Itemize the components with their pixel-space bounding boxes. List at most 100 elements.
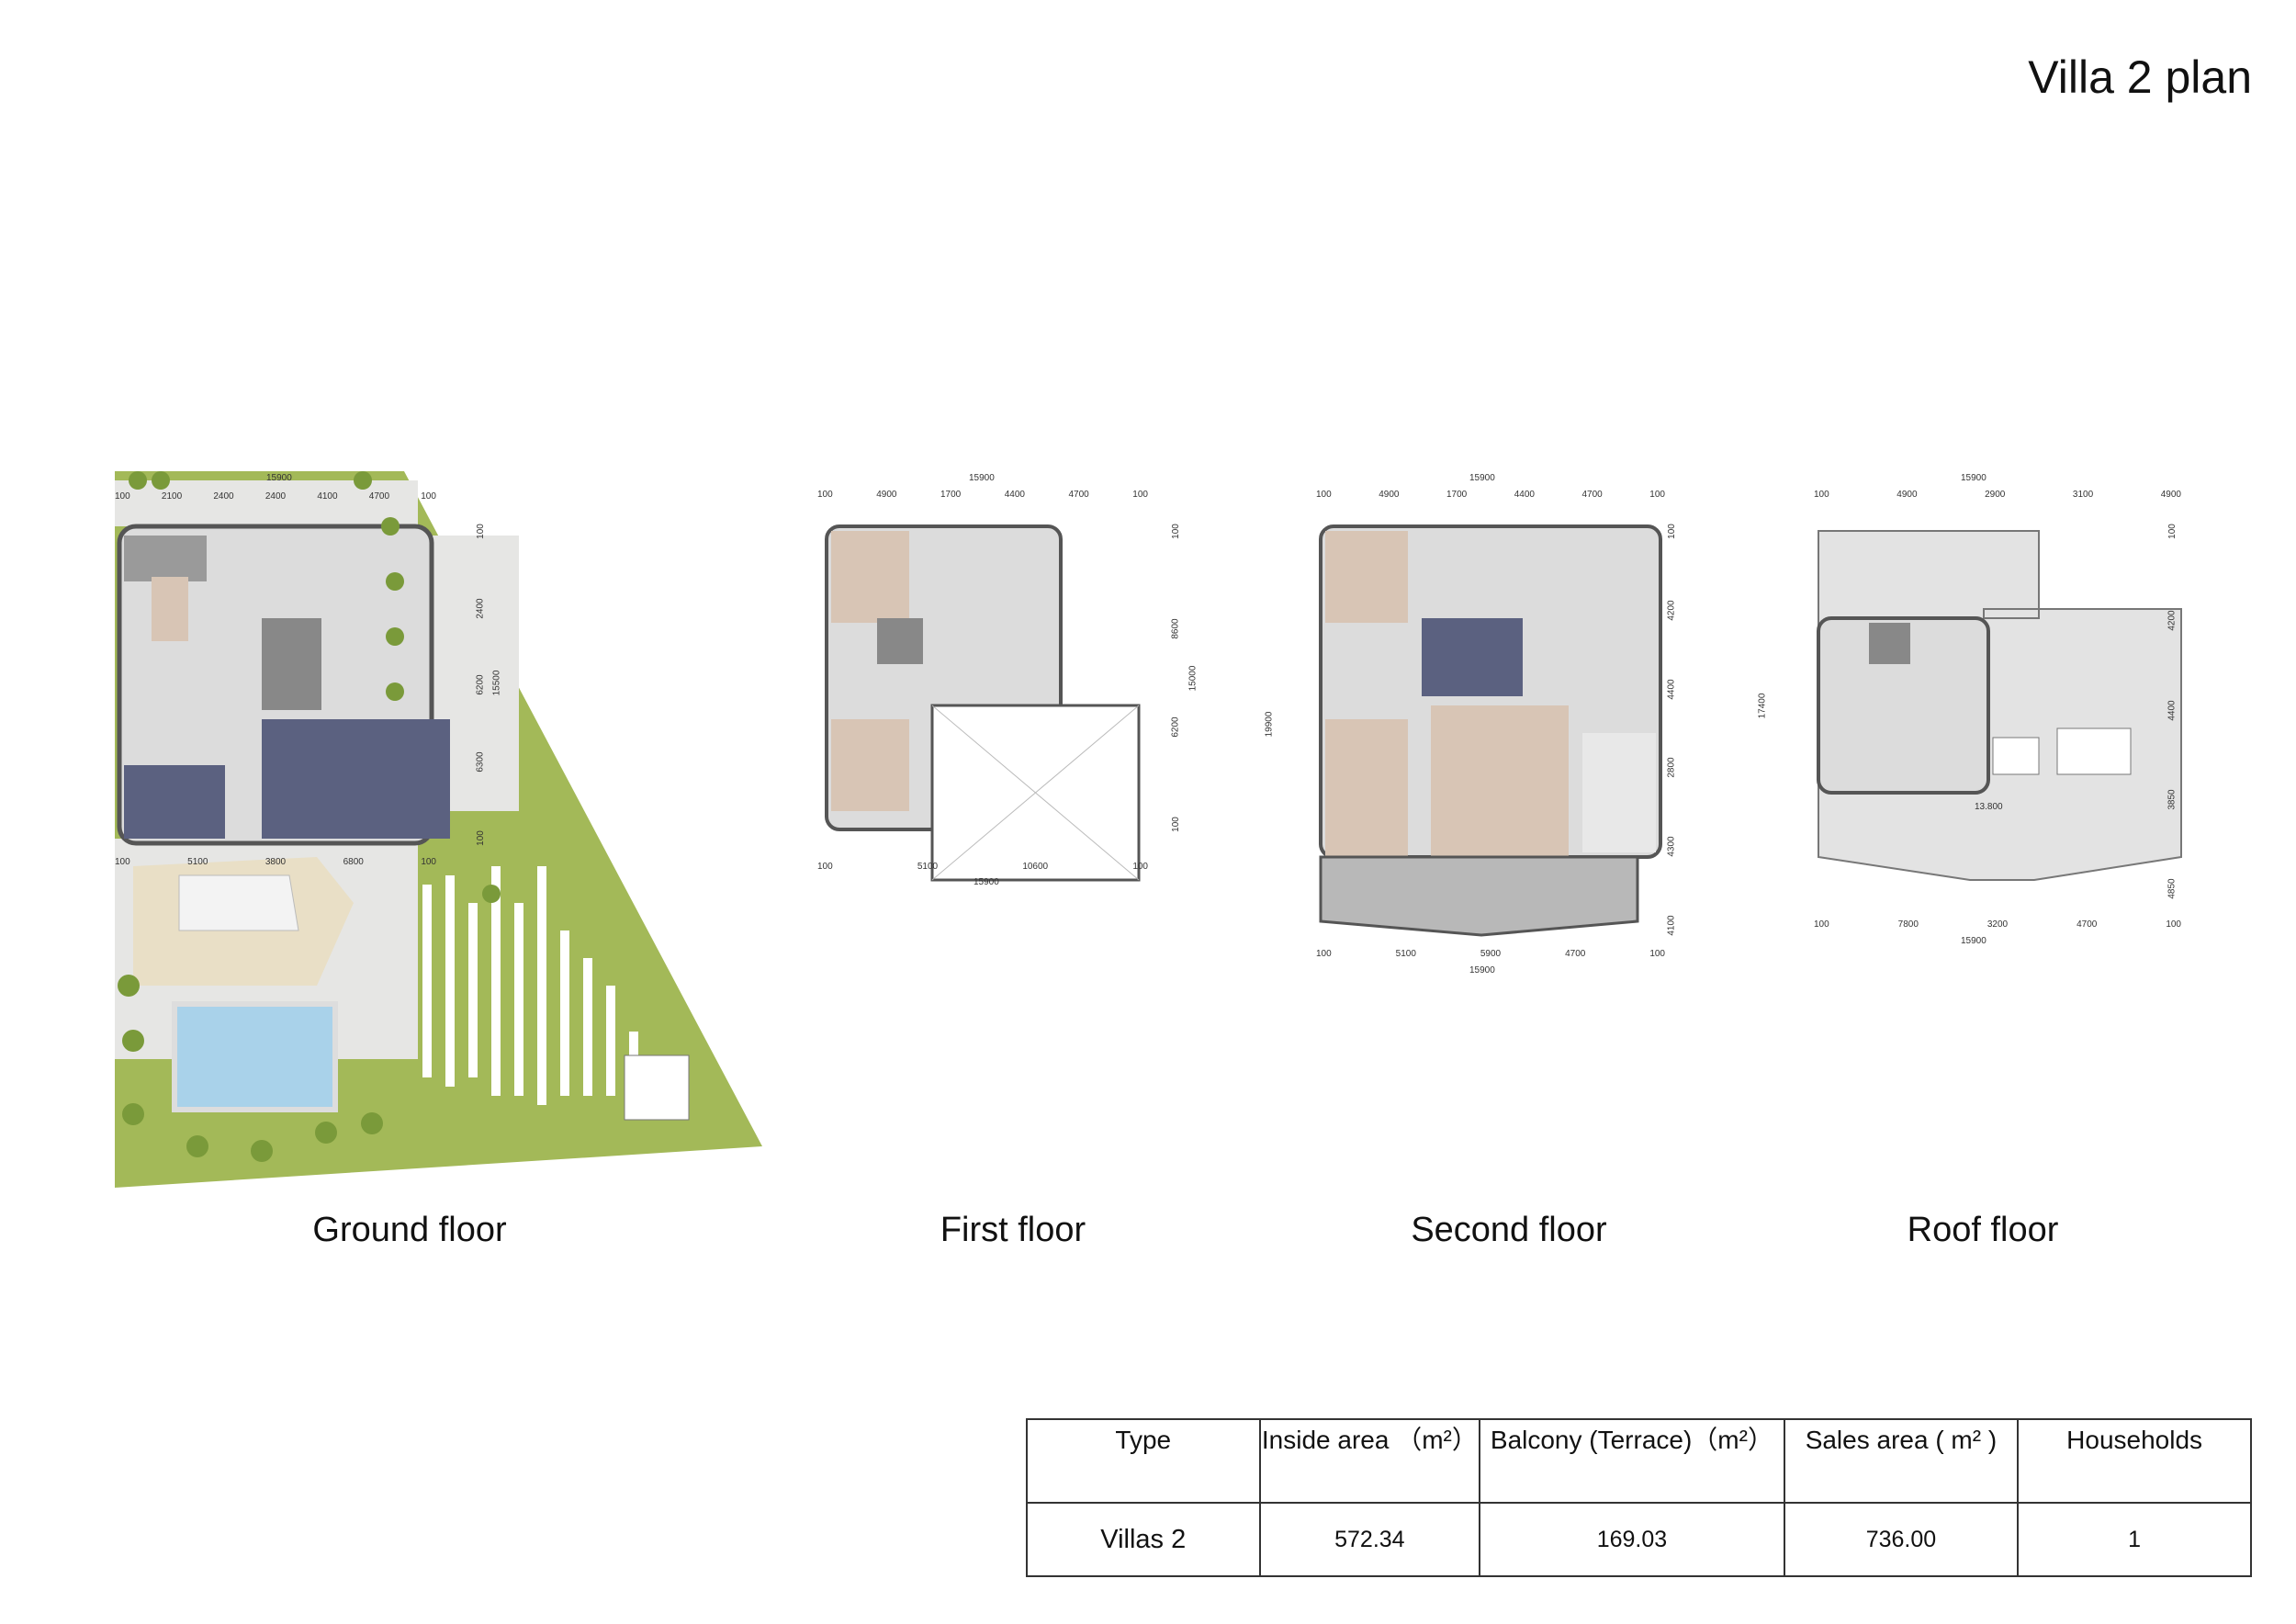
area-table: Type Inside area （m²） Balcony (Terrace)（… (1026, 1418, 2252, 1577)
dim: 2400 (264, 491, 287, 502)
dim: 2400 (213, 491, 234, 502)
second-dim-top-total: 15900 (1469, 473, 1495, 483)
dim: 1700 (1446, 490, 1468, 500)
header-balcony: Balcony (Terrace)（m²） (1479, 1418, 1785, 1504)
header-inside-area: Inside area （m²） (1258, 1418, 1481, 1504)
dim: 4700 (1068, 490, 1089, 500)
dim: 6200 (475, 674, 486, 695)
dim: 3800 (264, 857, 287, 867)
first-dim-right-total: 15000 (1187, 665, 1199, 692)
header-households: Households (2017, 1418, 2252, 1504)
dim: 100 (1132, 862, 1148, 872)
first-dim-top-total: 15900 (969, 473, 995, 483)
dim: 100 (2166, 919, 2181, 930)
dim: 100 (1814, 490, 1829, 500)
ground-dim-right-total: 15500 (491, 670, 502, 696)
roof-dim-bottom-total: 15900 (1961, 936, 1986, 946)
dim: 100 (475, 830, 486, 846)
dim: 4900 (1379, 490, 1400, 500)
dim: 5900 (1480, 949, 1502, 959)
dim: 4700 (2077, 919, 2098, 930)
second-dims-top: 100 4900 1700 4400 4700 100 (1316, 490, 1665, 500)
caption-first-floor: First floor (940, 1211, 1086, 1249)
first-floor-plan: 15900 100 4900 1700 4400 4700 100 100 5100 1060… (817, 471, 1203, 894)
dim: 5100 (1395, 949, 1416, 959)
dim: 100 (1649, 949, 1665, 959)
dim: 4900 (876, 490, 897, 500)
roof-floor-drawing (1817, 530, 2182, 881)
caption-ground-floor: Ground floor (312, 1211, 507, 1249)
dim: 4700 (1581, 490, 1603, 500)
cell-balcony: 169.03 (1479, 1502, 1785, 1577)
dim: 6200 (1170, 716, 1181, 738)
header-type: Type (1026, 1418, 1261, 1504)
dim: 3100 (2072, 490, 2094, 500)
dim: 100 (1132, 490, 1148, 500)
second-dim-right-total: 19900 (1264, 711, 1275, 738)
first-dim-bottom-total: 15900 (974, 877, 999, 887)
dim: 4200 (2167, 610, 2178, 631)
dim: 4200 (1666, 600, 1677, 621)
dim: 100 (421, 491, 436, 502)
dim: 2800 (1666, 757, 1677, 779)
cell-sales-area: 736.00 (1783, 1502, 2020, 1577)
roof-dims-right: 100 4200 4400 3850 4850 (2163, 524, 2181, 898)
dim: 10600 (1022, 862, 1049, 872)
ground-dim-top-total: 15900 (266, 473, 292, 483)
cell-inside-area: 572.34 (1258, 1502, 1481, 1577)
dim: 3200 (1986, 919, 2009, 930)
dim: 6300 (475, 750, 486, 773)
dim: 5100 (917, 862, 939, 872)
dim: 6800 (343, 857, 364, 867)
dim: 100 (1170, 524, 1181, 539)
second-dims-bottom: 100 5100 5900 4700 100 (1316, 949, 1665, 959)
dim: 4400 (1004, 490, 1025, 500)
roof-dim-right-total: 17400 (1757, 693, 1768, 719)
dim: 4400 (1666, 678, 1677, 700)
dim: 4400 (2167, 699, 2178, 721)
page-title: Villa 2 plan (2028, 51, 2252, 103)
table-header-row: Type Inside area （m²） Balcony (Terrace)（… (1026, 1418, 2252, 1504)
dim: 100 (817, 862, 833, 872)
dim: 4850 (2167, 878, 2178, 899)
dim: 100 (115, 491, 130, 502)
header-sales-area: Sales area ( m² ) (1783, 1418, 2020, 1504)
second-floor-drawing (1319, 524, 1662, 937)
dim: 4700 (368, 491, 390, 502)
roof-dims-bottom: 100 7800 3200 4700 100 (1814, 919, 2181, 930)
dim: 100 (1649, 490, 1665, 500)
dim: 3850 (2167, 789, 2178, 810)
dim: 7800 (1897, 919, 1919, 930)
dim: 8600 (1170, 618, 1181, 639)
roof-elevation: 13.800 (1975, 802, 2003, 812)
table-row: Villas 2 572.34 169.03 736.00 1 (1026, 1502, 2252, 1577)
dim: 100 (2167, 524, 2178, 539)
dim: 4300 (1666, 836, 1677, 857)
caption-second-floor: Second floor (1411, 1211, 1607, 1249)
first-dims-bottom: 100 5100 10600 100 (817, 862, 1148, 872)
second-floor-plan: 15900 100 4900 1700 4400 4700 100 100 5100 5900… (1264, 471, 1676, 986)
dim: 100 (1316, 949, 1332, 959)
dim: 4700 (1565, 949, 1586, 959)
dim: 100 (115, 857, 130, 867)
dim: 100 (817, 490, 833, 500)
dim: 100 (1666, 524, 1677, 539)
dim: 1700 (940, 490, 962, 500)
ground-floor-drawing (115, 471, 762, 1188)
roof-dim-top-total: 15900 (1961, 473, 1986, 483)
dim: 2400 (475, 597, 486, 619)
cell-households: 1 (2017, 1502, 2252, 1577)
cell-type: Villas 2 (1026, 1502, 1261, 1577)
dim: 100 (1814, 919, 1829, 930)
dim: 4100 (317, 491, 338, 502)
dim: 5100 (187, 857, 208, 867)
dim: 4900 (1896, 490, 1918, 500)
dim: 100 (1316, 490, 1332, 500)
dim: 4400 (1514, 490, 1535, 500)
